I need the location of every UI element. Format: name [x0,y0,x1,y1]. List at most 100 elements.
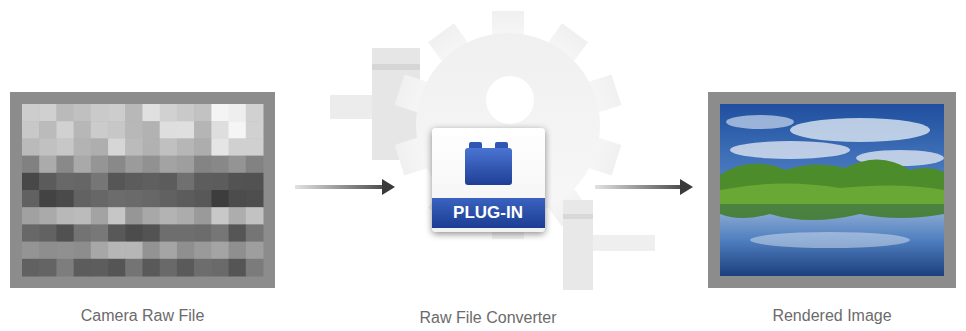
pixel-block [125,190,143,208]
gear-graphic [330,11,655,290]
pixel-block [125,242,143,260]
pixel-block [177,173,195,191]
pixel-block [125,224,143,242]
pixel-block [39,259,57,277]
pixel-block [229,173,247,191]
pixel-block [125,259,143,277]
pixel-block [22,190,40,208]
pixel-block [22,259,40,277]
plugin-node: PLUG-IN Raw File Converter [398,128,578,328]
pixel-block [160,104,178,122]
piston-stripe [372,64,420,70]
pixel-block [246,242,264,260]
pixel-block [22,207,40,225]
image-frame [708,92,956,288]
pixel-block [22,173,40,191]
image-node: Rendered Image [708,92,956,326]
piston-rod [593,235,655,251]
pixel-block [91,224,109,242]
pixel-block [177,190,195,208]
pixel-block [143,224,161,242]
pixel-block [211,259,229,277]
pixel-block [177,207,195,225]
pixel-block [160,121,178,139]
pixel-block [160,207,178,225]
pixel-block [108,207,126,225]
pixel-block [160,242,178,260]
pixel-block [229,156,247,174]
pixel-block [125,207,143,225]
pixel-block [246,224,264,242]
image-frame-box [10,92,275,288]
pixel-mosaic [22,104,264,277]
plugin-icon: PLUG-IN [432,128,545,232]
pixel-block [108,121,126,139]
pixel-block [39,242,57,260]
pixel-block [22,121,40,139]
pixel-block [160,138,178,156]
pixel-block [211,121,229,139]
pixel-block [194,121,212,139]
pixel-block [177,138,195,156]
pixel-block [108,224,126,242]
node-caption: Rendered Image [772,306,891,326]
pixel-block [194,224,212,242]
pixel-block [246,207,264,225]
pixel-block [74,224,92,242]
arrow-shaft [595,185,680,189]
pixel-block [22,138,40,156]
pixel-block [177,224,195,242]
pixel-block [56,242,74,260]
pixel-block [229,121,247,139]
image-node: Camera Raw File [10,92,275,326]
pixel-block [108,138,126,156]
pixel-block [143,207,161,225]
node-caption: Raw File Converter [420,308,557,328]
pixel-block [125,173,143,191]
pixel-block [74,121,92,139]
pixel-block [143,259,161,277]
pixel-block [229,138,247,156]
pixel-block [74,173,92,191]
pixel-block [56,173,74,191]
arrow-shaft [295,185,382,189]
pixel-block [194,242,212,260]
pixel-block [91,104,109,122]
pixel-block [39,121,57,139]
pixel-block [74,156,92,174]
pixel-block [194,259,212,277]
arrow-head [382,179,395,195]
pixel-block [108,173,126,191]
pixel-block [91,242,109,260]
pixel-block [39,104,57,122]
pixel-block [22,156,40,174]
pixel-block [125,104,143,122]
pixel-block [39,224,57,242]
pixel-block [39,190,57,208]
pixel-block [246,156,264,174]
pixel-block [194,104,212,122]
pixel-block [108,242,126,260]
pixel-block [194,207,212,225]
pixel-block [177,121,195,139]
pixel-block [177,259,195,277]
pixel-block [108,190,126,208]
pixel-block [56,259,74,277]
flow-arrow [295,179,395,195]
pixel-block [229,104,247,122]
pixel-block [160,224,178,242]
pixel-block [211,104,229,122]
pixel-block [246,121,264,139]
pixel-block [229,190,247,208]
pixel-block [56,207,74,225]
pixel-block [22,224,40,242]
pixel-block [143,121,161,139]
pixel-block [143,138,161,156]
pixel-block [194,190,212,208]
pixel-block [194,156,212,174]
pixel-block [246,173,264,191]
pixel-block [143,190,161,208]
pixel-block [143,173,161,191]
pixel-block [74,138,92,156]
